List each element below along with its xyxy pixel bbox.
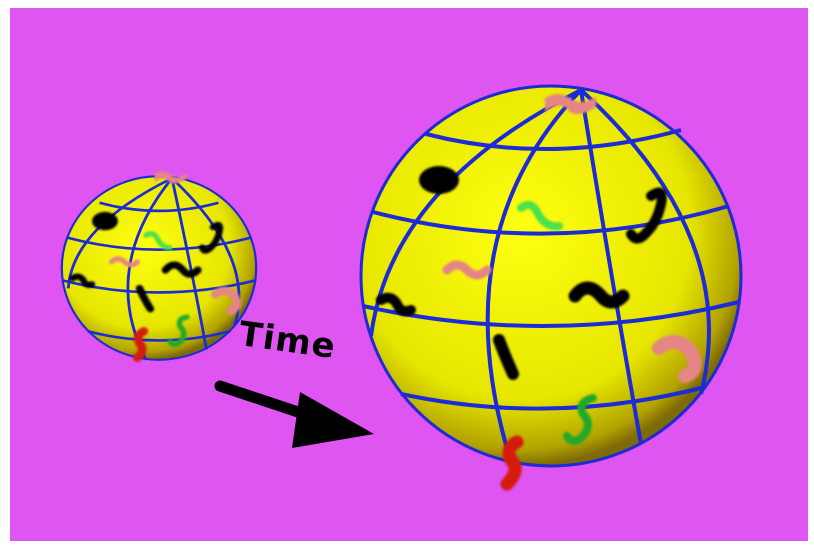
large-sphere-black-mark — [419, 166, 459, 194]
time-arrow-head — [292, 392, 374, 448]
large-sphere-red-mark — [507, 442, 517, 484]
small-sphere-red-mark — [137, 331, 143, 358]
time-arrow — [220, 386, 374, 448]
small-sphere-black-mark — [92, 212, 118, 230]
small-sphere — [62, 171, 256, 360]
diagram-canvas: Time — [10, 8, 808, 541]
large-sphere — [361, 86, 741, 484]
diagram-scene — [10, 8, 808, 541]
